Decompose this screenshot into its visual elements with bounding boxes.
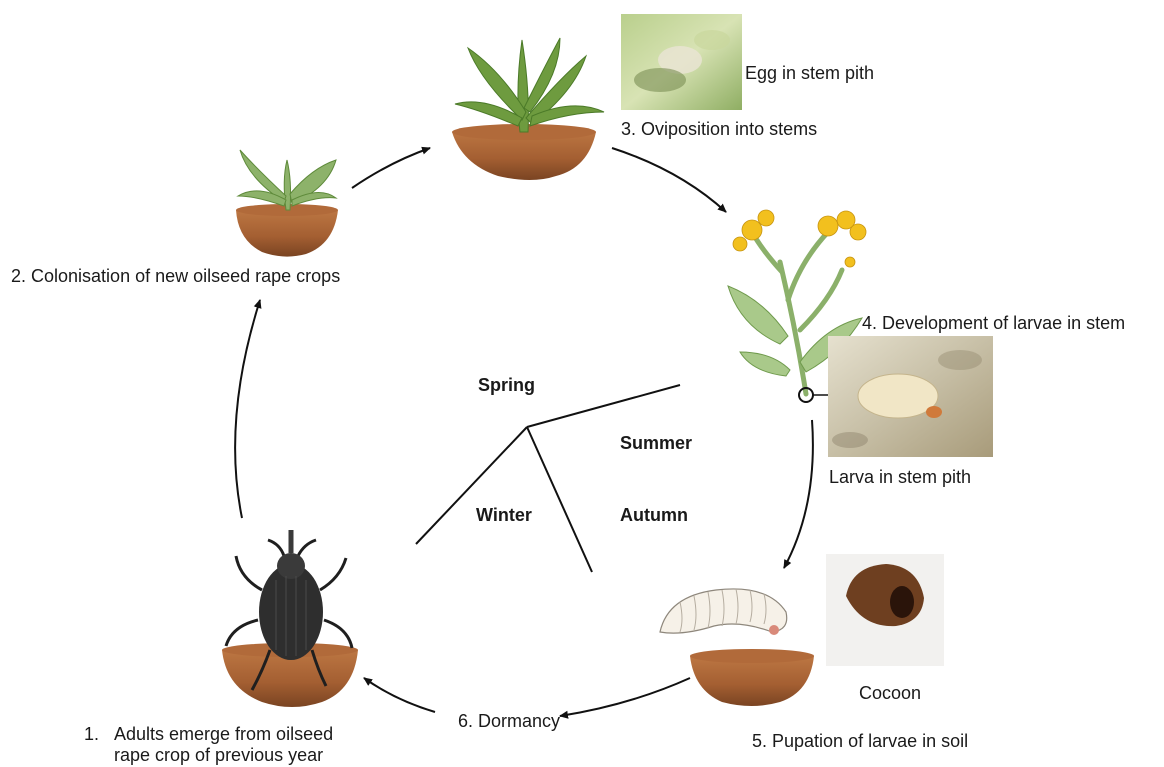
stage-1-label-line2: rape crop of previous year [114,745,323,766]
stage-3-label: 3. Oviposition into stems [621,119,817,140]
cocoon-inset-label: Cocoon [859,683,921,704]
arrow-2-to-3 [352,148,430,188]
cocoon-photo [826,554,944,666]
season-autumn: Autumn [620,505,688,526]
larva-inset-label: Larva in stem pith [829,467,971,488]
arrow-1-to-2 [235,300,260,518]
larva-photo [828,336,993,457]
stage-2-label: 2. Colonisation of new oilseed rape crop… [11,266,340,287]
stage-1-number: 1. [84,724,99,745]
season-winter: Winter [476,505,532,526]
egg-photo [621,14,742,110]
stage-5-label: 5. Pupation of larvae in soil [752,731,968,752]
stage-6-label: 6. Dormancy [458,711,560,732]
season-divider [416,385,680,572]
larva-illustration [660,589,814,706]
stage-4-label: 4. Development of larvae in stem [862,313,1125,334]
plant-stage-3 [452,38,604,180]
season-summer: Summer [620,433,692,454]
plant-stage-2 [236,150,338,257]
adult-weevil-illustration [222,530,358,707]
arrow-6-to-1 [364,678,435,712]
season-spring: Spring [478,375,535,396]
egg-inset-label: Egg in stem pith [745,63,874,84]
arrow-5-to-6 [560,678,690,716]
arrow-3-to-4 [612,148,726,212]
arrow-4-to-5 [784,420,813,568]
stage-1-label-line1: Adults emerge from oilseed [114,724,333,745]
